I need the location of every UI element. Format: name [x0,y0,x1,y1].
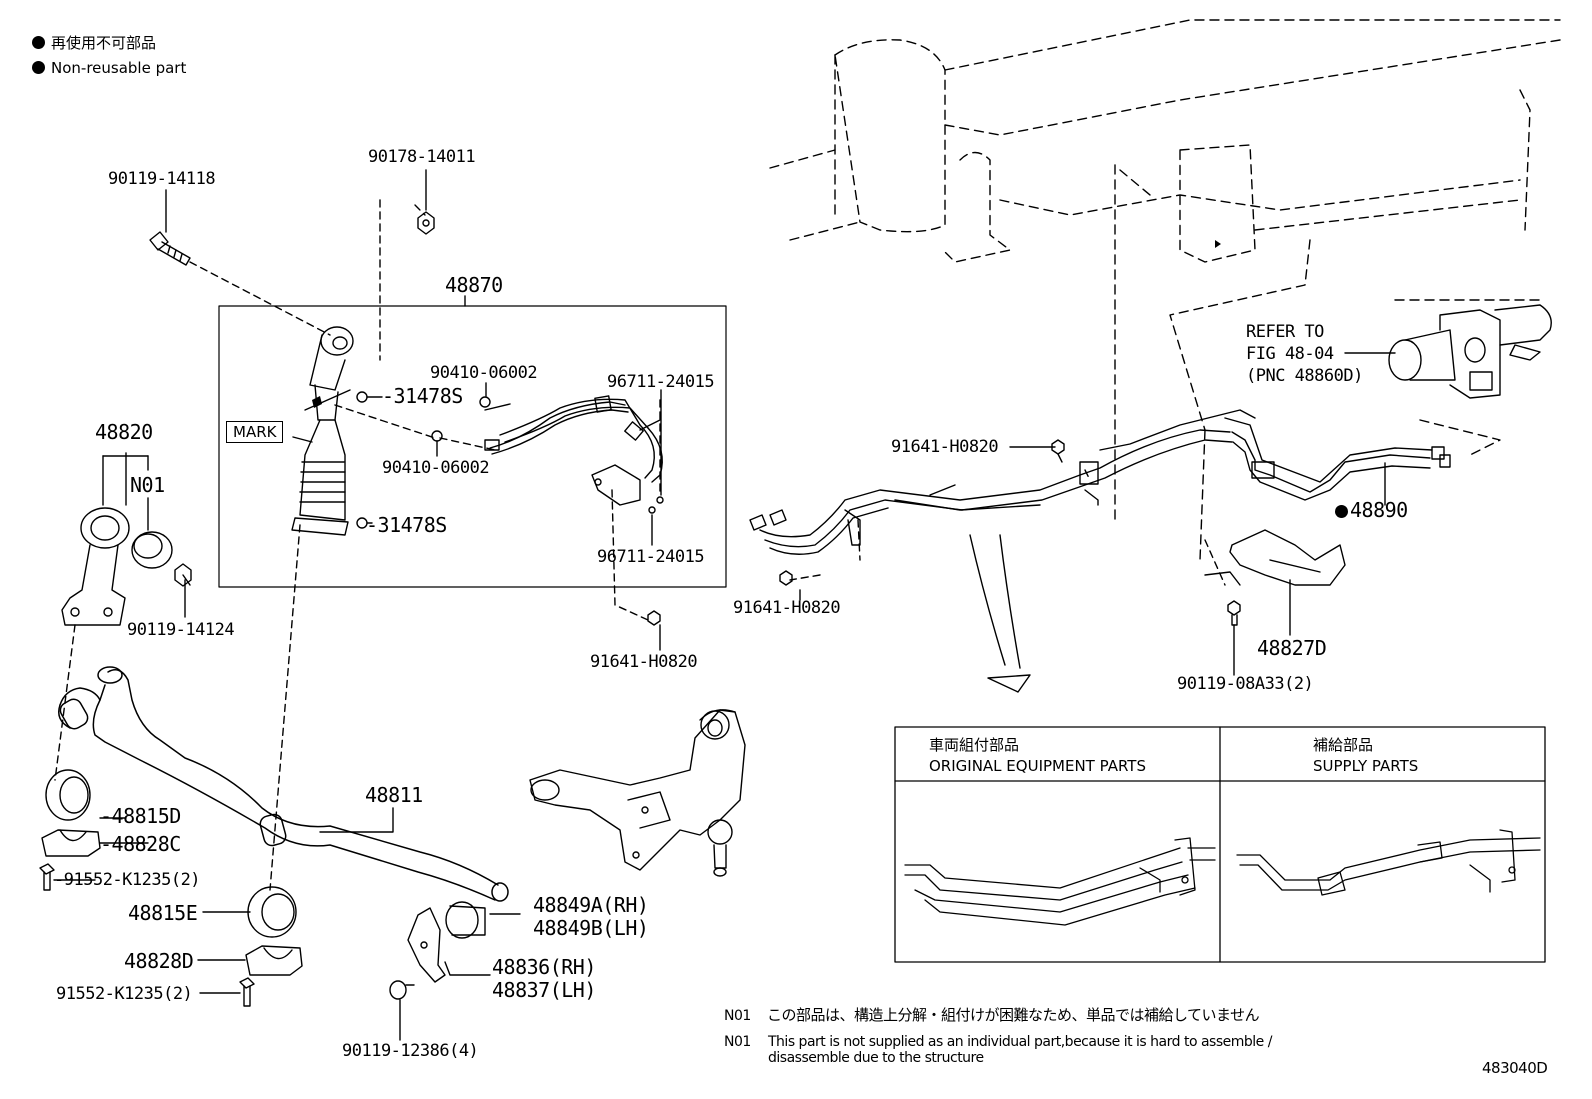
label-91641-H0820-c[interactable]: 91641-H0820 [733,598,841,618]
hose-lines-box [484,395,663,506]
bolt-90119-14118 [149,231,191,266]
label-48849B[interactable]: 48849B(LH) [533,916,649,940]
table-right-header-jp: 補給部品 [1313,736,1374,754]
non-reusable-dot-icon [32,36,45,49]
label-48827D[interactable]: 48827D [1257,636,1327,660]
non-reusable-dot-icon [32,61,45,74]
bracket-48836 [407,907,446,983]
label-48836[interactable]: 48836(RH) [492,955,596,979]
label-90410-06002-b[interactable]: 90410-06002 [382,458,490,478]
refer-line1: REFER TO [1246,322,1324,342]
lower-control-arm [529,709,746,877]
solid-leaders [53,169,1396,1041]
label-48815D[interactable]: -48815D [100,804,181,828]
heat-shield-48827D [1204,529,1346,586]
note-tag-1: N01 [724,1008,751,1024]
label-96711-24015-b[interactable]: 96711-24015 [597,547,705,567]
refer-line2[interactable]: FIG 48-04 [1246,344,1334,364]
legend-jp: 再使用不可部品 [32,34,156,52]
vehicle-frame [769,19,1561,561]
bushing-48849 [445,901,486,939]
mark-tag: MARK [226,421,284,443]
non-reusable-dot-icon [1335,505,1348,518]
label-48837[interactable]: 48837(LH) [492,978,596,1002]
label-48870[interactable]: 48870 [445,273,503,297]
leader-lines [54,199,1226,891]
label-48828C[interactable]: -48828C [100,832,181,856]
note-text-jp: この部品は、構造上分解・組付けが困難なため、単品では補給していません [767,1006,1260,1024]
label-90119-14124[interactable]: 90119-14124 [127,620,235,640]
bolt-91552-b [239,977,255,1007]
bolt-91641-H0820-b [1051,439,1065,463]
bushing-48815D [45,769,91,821]
note-text-en-2: disassemble due to the structure [768,1050,984,1066]
note-text-en-1: This part is not supplied as an individu… [768,1034,1272,1050]
nut-90178-14011 [417,211,435,235]
hose-assembly-48890 [749,409,1451,555]
bolt-90119-08A33 [1227,600,1241,626]
valve-assembly-48860D [1388,304,1552,399]
table-left-header-en: ORIGINAL EQUIPMENT PARTS [929,757,1146,775]
label-90119-12386[interactable]: 90119-12386(4) [342,1041,479,1061]
label-48820[interactable]: 48820 [95,420,153,444]
assembly-48870-box [218,305,727,588]
label-91641-H0820-b[interactable]: 91641-H0820 [891,437,999,457]
note-tag-2: N01 [724,1034,751,1050]
label-48815E[interactable]: 48815E [128,901,198,925]
label-90410-06002-a[interactable]: 90410-06002 [430,363,538,383]
detail-arrow [969,534,1031,693]
bushing-48815E [247,886,297,938]
table-left-header-jp: 車両組付部品 [929,736,1020,754]
label-31478S-a[interactable]: -31478S [382,384,463,408]
label-90119-08A33[interactable]: 90119-08A33(2) [1177,674,1314,694]
label-96711-24015-a[interactable]: 96711-24015 [607,372,715,392]
label-91641-H0820-a[interactable]: 91641-H0820 [590,652,698,672]
label-90178-14011[interactable]: 90178-14011 [368,147,476,167]
bolt-91641-H0820-c [779,570,793,586]
bracket-48828C [41,829,101,857]
bracket-48828D [245,945,303,976]
shock-absorber [291,326,354,536]
label-91552-K1235-b[interactable]: 91552-K1235(2) [56,984,193,1004]
refer-line3: (PNC 48860D) [1246,366,1363,386]
figure-id: 483040D [1482,1059,1548,1077]
label-31478S-b[interactable]: -31478S [366,513,447,537]
label-48849A[interactable]: 48849A(RH) [533,893,649,917]
bolt-91552-a [39,863,55,891]
label-48890[interactable]: 48890 [1335,499,1408,521]
bolt-90119-12386 [389,980,415,1000]
label-n01: N01 [130,473,165,497]
label-91552-K1235-a[interactable]: -91552-K1235(2) [54,870,201,890]
comparison-table [894,726,1546,963]
label-48828D[interactable]: 48828D [124,949,194,973]
legend-en: Non-reusable part [32,59,186,77]
stabilizer-link-48820 [61,507,192,626]
label-90119-14118[interactable]: 90119-14118 [108,169,216,189]
table-right-header-en: SUPPLY PARTS [1313,757,1419,775]
label-48811[interactable]: 48811 [365,783,423,807]
stabilizer-bar-48811 [58,666,509,902]
bolt-91641-H0820-a [647,610,661,626]
